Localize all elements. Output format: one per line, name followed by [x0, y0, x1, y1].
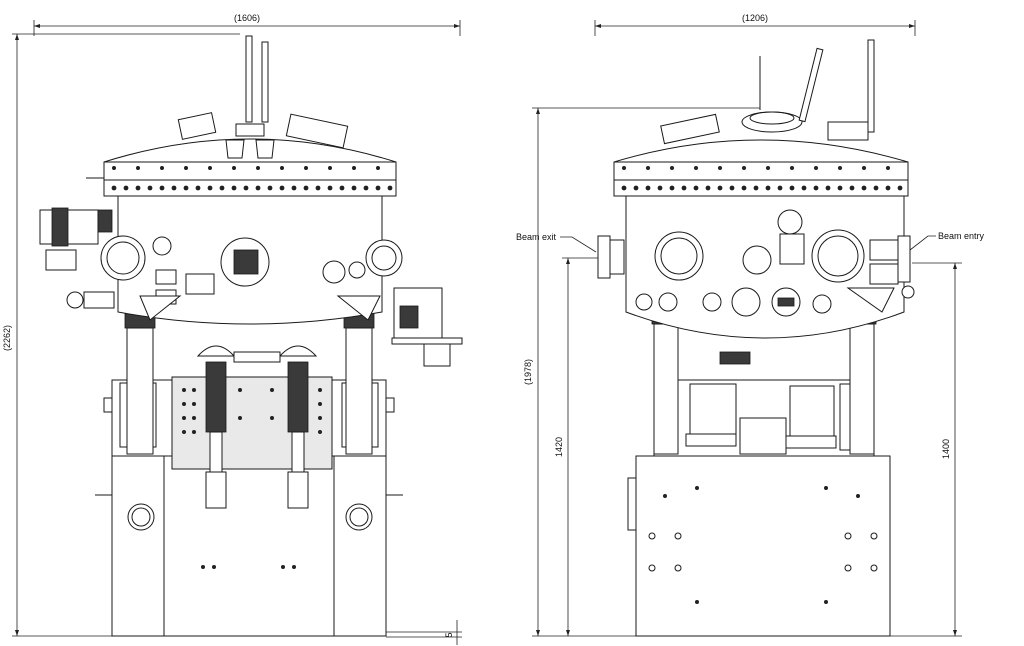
right-chamber — [613, 139, 909, 339]
beam-entry-height-label: 1400 — [941, 439, 951, 459]
left-width-dimension: (1606) — [33, 13, 461, 36]
right-support-frame — [653, 379, 875, 457]
right-beam-flanges — [597, 235, 911, 285]
left-height-label: (2262) — [2, 325, 12, 351]
beam-entry-height-dimension: 1400 — [890, 262, 962, 637]
beam-entry-callout: Beam entry — [909, 231, 985, 251]
right-side-assembly-left-view — [391, 287, 463, 367]
left-chamber — [103, 138, 397, 325]
left-gap-dimension: 5 — [386, 620, 462, 645]
beam-exit-label: Beam exit — [516, 232, 557, 242]
left-feedthroughs — [182, 345, 322, 509]
left-top-ports — [177, 35, 349, 159]
right-height-label: (1978) — [523, 359, 533, 385]
right-viewports — [635, 209, 915, 317]
beam-entry-label: Beam entry — [938, 231, 985, 241]
right-view: (1206) (1978) 1420 1400 — [516, 13, 985, 637]
left-height-dimension: (2262) — [2, 33, 240, 637]
left-viewports — [100, 235, 403, 321]
right-top-ports — [660, 39, 875, 145]
left-side-assembly — [39, 177, 115, 309]
beam-exit-height-dimension: 1420 — [554, 257, 598, 636]
left-view: (1606) (2262) 5 — [2, 13, 463, 645]
beam-exit-callout: Beam exit — [516, 232, 597, 253]
left-width-label: (1606) — [234, 13, 260, 23]
right-base-cabinet — [627, 455, 891, 637]
left-base-cabinet — [95, 455, 403, 637]
left-pillars — [124, 311, 375, 455]
right-height-dimension: (1978) — [523, 107, 760, 637]
left-gap-label: 5 — [444, 632, 454, 637]
right-width-dimension: (1206) — [594, 13, 916, 36]
right-width-label: (1206) — [742, 13, 768, 23]
beam-exit-height-label: 1420 — [554, 437, 564, 457]
